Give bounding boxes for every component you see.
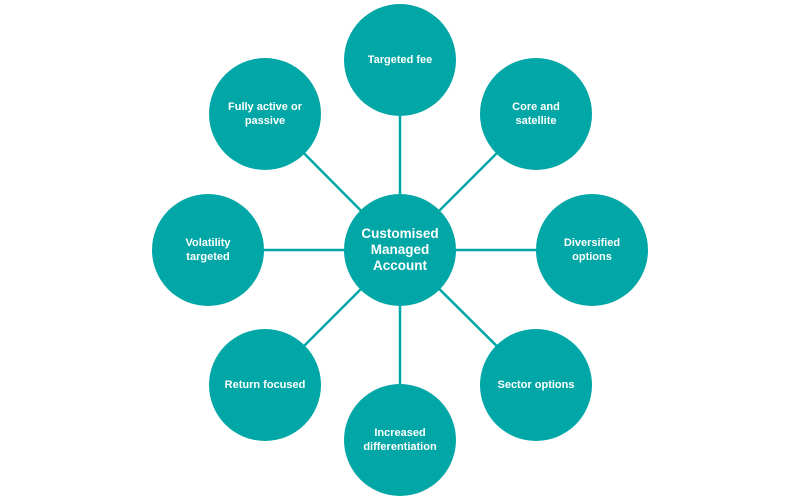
node-label: Targeted fee	[367, 54, 433, 66]
node-diversified-options: Diversified options	[536, 194, 648, 306]
node-label: Fully active or passive	[228, 101, 302, 127]
center-node-label: Customised Managed Account	[361, 226, 439, 273]
node-targeted-fee: Targeted fee	[344, 4, 456, 116]
node-core-and-satellite: Core and satellite	[480, 58, 592, 170]
node-label: Sector options	[497, 379, 575, 391]
node-fully-active-or-passive: Fully active or passive	[209, 58, 321, 170]
node-return-focused: Return focused	[209, 329, 321, 441]
node-label: Diversified options	[563, 237, 621, 263]
node-volatility-targeted: Volatility targeted	[152, 194, 264, 306]
node-label: Volatility targeted	[185, 237, 231, 263]
center-node-customised-managed-account: Customised Managed Account	[344, 194, 456, 306]
node-label: Return focused	[224, 379, 306, 391]
node-label: Increased differentiation	[363, 427, 437, 453]
node-label: Core and satellite	[512, 101, 560, 127]
node-sector-options: Sector options	[480, 329, 592, 441]
node-increased-differentiation: Increased differentiation	[344, 384, 456, 496]
